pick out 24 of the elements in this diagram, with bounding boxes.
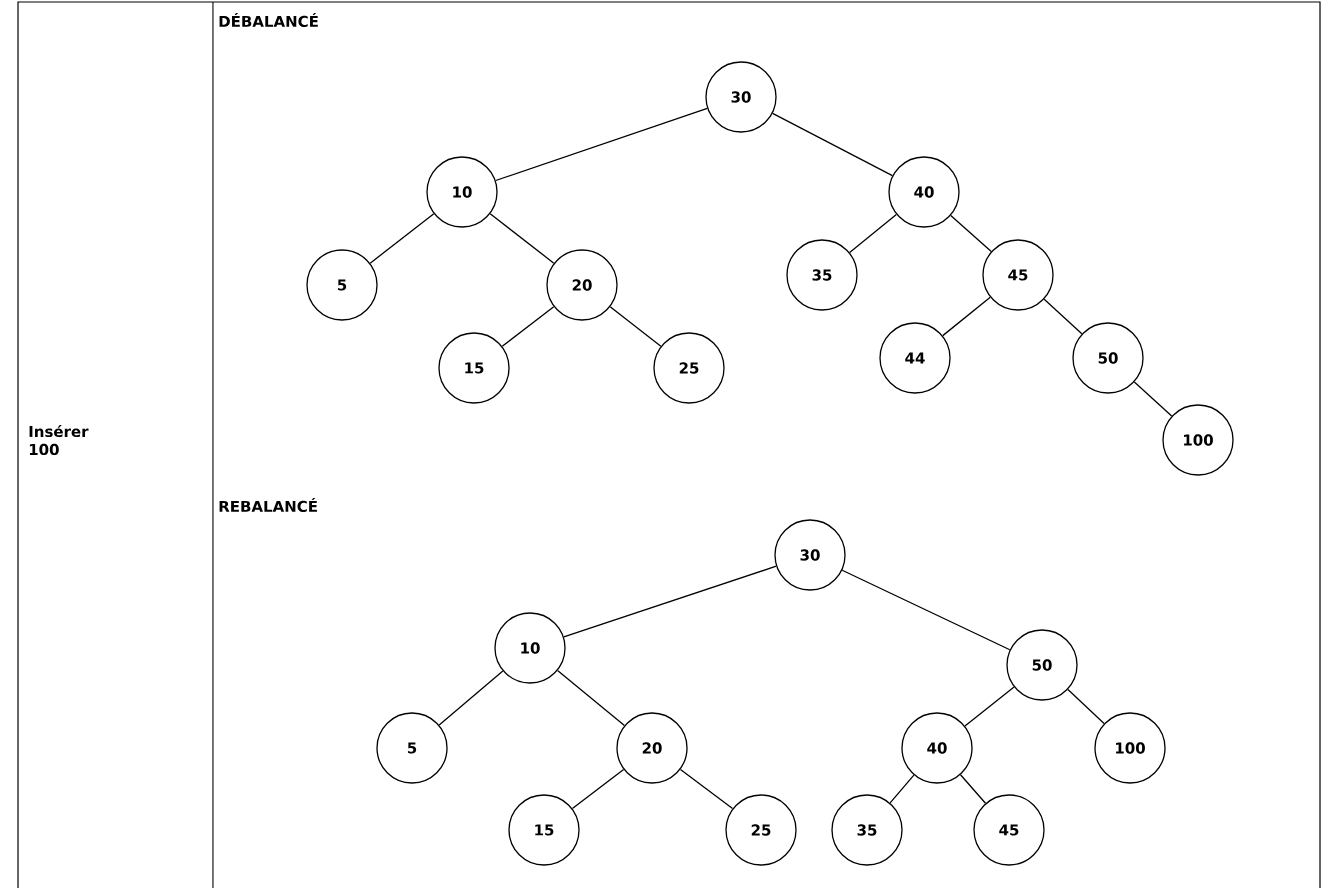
tree-edge xyxy=(489,213,555,264)
tree-edge xyxy=(841,569,1011,651)
tree-edge xyxy=(571,768,625,810)
tree-edge xyxy=(563,565,777,638)
tree-edge xyxy=(556,669,626,727)
tree-edge xyxy=(609,306,662,347)
tree-edge xyxy=(495,107,708,182)
tree-edge xyxy=(369,213,435,264)
tree-edge xyxy=(1067,688,1105,725)
section-heading: DÉBALANCÉ xyxy=(219,12,318,28)
tree-edge xyxy=(889,774,915,804)
tree-edge xyxy=(942,296,991,337)
tree-edge xyxy=(438,670,504,726)
tree-edge xyxy=(772,112,893,177)
row-label: Insérer 100 xyxy=(29,424,89,456)
tree-edge xyxy=(1133,381,1173,417)
tree-edge xyxy=(849,213,897,254)
tree-edge xyxy=(501,306,555,347)
section-heading: REBALANCÉ xyxy=(219,497,317,513)
tree-edge xyxy=(1043,298,1083,335)
tree-edge xyxy=(679,768,734,810)
tree-edge xyxy=(959,774,987,804)
tree-edge xyxy=(950,214,992,253)
tree-edge xyxy=(964,686,1015,727)
